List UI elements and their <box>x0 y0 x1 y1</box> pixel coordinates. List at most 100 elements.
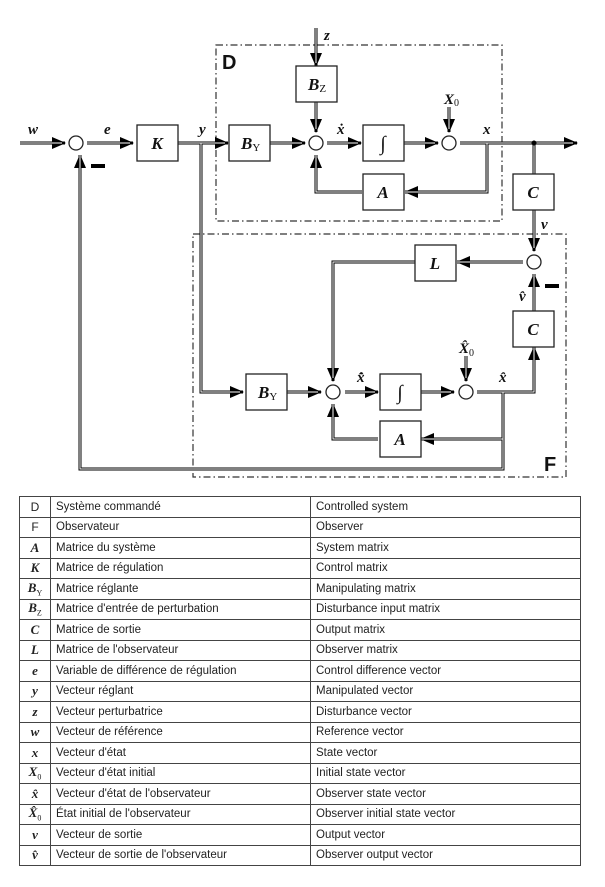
svg-text:K: K <box>150 134 164 153</box>
legend-symbol-subscript: 0 <box>37 773 42 783</box>
legend-symbol: X0 <box>19 762 51 784</box>
legend-symbol: K <box>19 557 51 579</box>
label-x0: X0 <box>443 92 459 109</box>
legend-french: Matrice du système <box>50 537 311 559</box>
legend-french: Vecteur de sortie <box>50 824 311 846</box>
legend-english: Output matrix <box>310 619 581 641</box>
legend-symbol-text: e <box>32 662 38 678</box>
legend-french: Vecteur de référence <box>50 721 311 743</box>
svg-text:A: A <box>376 183 388 202</box>
line-l-out <box>327 260 415 382</box>
legend-symbol: A <box>19 537 51 559</box>
legend-french: Vecteur d'état <box>50 742 311 764</box>
legend-symbol: C <box>19 619 51 641</box>
legend-symbol: v <box>19 824 51 846</box>
legend-french: Système commandé <box>50 496 311 518</box>
block-l: L <box>414 244 457 282</box>
legend-english: Manipulated vector <box>310 680 581 702</box>
legend-symbol: L <box>19 639 51 661</box>
negative-sign-error <box>91 164 105 168</box>
legend-symbol-text: x̂ <box>31 785 39 801</box>
legend-symbol-text: F <box>31 520 39 535</box>
legend-english: Control difference vector <box>310 660 581 682</box>
legend-french: Vecteur d'état initial <box>50 762 311 784</box>
legend-english: Observer initial state vector <box>310 803 581 825</box>
label-y: y <box>197 122 206 138</box>
summing-junction-observer <box>325 384 341 400</box>
block-a: A <box>362 173 405 211</box>
controlled-system-frame <box>215 44 503 222</box>
legend-symbol: D <box>19 496 51 518</box>
observer-frame <box>192 233 567 478</box>
svg-text:∫: ∫ <box>378 133 387 156</box>
legend-symbol: x̂ <box>19 783 51 805</box>
legend-symbol-subscript: Z <box>36 609 42 619</box>
block-by-observer: BY <box>245 373 288 411</box>
legend-symbol: X̂0 <box>19 803 51 825</box>
label-w: w <box>28 122 39 138</box>
block-a-observer: A <box>379 420 422 458</box>
legend-symbol: BY <box>19 578 51 600</box>
legend-english: System matrix <box>310 537 581 559</box>
block-k: K <box>136 124 179 162</box>
legend-french: Matrice de régulation <box>50 557 311 579</box>
svg-text:L: L <box>429 254 440 273</box>
label-e: e <box>104 122 111 138</box>
legend-symbol-text: D <box>30 499 40 514</box>
svg-text:∫: ∫ <box>395 382 404 405</box>
line-xhat-feedback <box>74 154 505 471</box>
legend-english: State vector <box>310 742 581 764</box>
label-x: x <box>482 122 491 138</box>
svg-text:C: C <box>527 183 539 202</box>
junction-dot <box>531 140 537 146</box>
svg-text:BZ: BZ <box>307 75 326 95</box>
summing-junction-error <box>68 135 84 151</box>
block-c-observer: C <box>512 310 555 348</box>
legend-english: Observer state vector <box>310 783 581 805</box>
legend-english: Controlled system <box>310 496 581 518</box>
legend-symbol: y <box>19 680 51 702</box>
legend-symbol-text: B <box>28 600 37 616</box>
legend-english: Observer output vector <box>310 844 581 866</box>
legend-french: Variable de différence de régulation <box>50 660 311 682</box>
legend-symbol-text: A <box>30 539 40 555</box>
legend-french: Matrice de sortie <box>50 619 311 641</box>
legend-symbol-text: v̂ <box>32 847 38 863</box>
legend-symbol: e <box>19 660 51 682</box>
legend-english: Output vector <box>310 824 581 846</box>
legend-symbol: w <box>19 721 51 743</box>
legend-english: Disturbance input matrix <box>310 598 581 620</box>
line-x-to-a <box>404 143 489 198</box>
legend-symbol-text: x <box>31 744 39 760</box>
legend-symbol-text: z <box>32 703 38 719</box>
label-xhat: x̂ <box>498 370 507 386</box>
line-a-obs-out <box>327 403 378 441</box>
label-xdot: ẋ <box>336 122 345 138</box>
legend-symbol-text: w <box>30 724 40 740</box>
legend-symbol-text: C <box>30 621 40 637</box>
legend-french: Matrice de l'observateur <box>50 639 311 661</box>
label-xhat0: X̂0 <box>458 339 474 359</box>
legend-symbol: x <box>19 742 51 764</box>
legend-french: Observateur <box>50 516 311 538</box>
legend-symbol-text: X̂ <box>28 805 38 821</box>
line-y-to-observer <box>199 143 244 398</box>
label-xhatdot: x̂̇ <box>356 370 365 386</box>
label-z: z <box>323 28 330 44</box>
legend-english: Control matrix <box>310 557 581 579</box>
line-a-out <box>310 154 362 194</box>
legend-symbol: F <box>19 516 51 538</box>
legend-symbol-subscript: Y <box>36 588 43 598</box>
legend-french: Vecteur de sortie de l'observateur <box>50 844 311 866</box>
